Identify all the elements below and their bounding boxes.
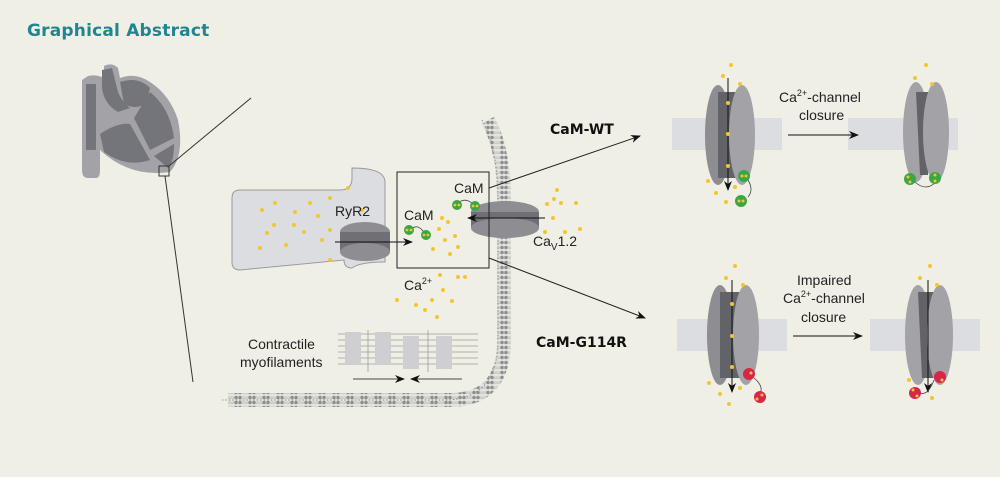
myofilaments-icon — [338, 330, 478, 372]
zoom-region-marker — [158, 165, 170, 177]
cam-label-right: CaM — [454, 180, 484, 196]
arrow-to-wt — [488, 135, 641, 189]
myofilaments-label-line1: Contractile — [248, 336, 315, 352]
mutant-step-label-line2: Ca2+-channel — [783, 289, 865, 306]
cam-label-left: CaM — [404, 207, 434, 223]
cam-molecule-left — [404, 225, 431, 240]
zoom-box — [396, 171, 490, 269]
mutant-step-label-line1: Impaired — [797, 272, 851, 288]
cav12-label: CaV1.2 — [533, 233, 577, 253]
zoom-line-top — [168, 97, 252, 167]
wt-open-channel — [672, 63, 958, 207]
cam-g114r-label: CaM-G114R — [536, 335, 627, 351]
mutant-step-label-line3: closure — [801, 309, 846, 325]
cav12-channel — [471, 201, 539, 238]
ryr2-label: RyR2 — [335, 203, 370, 219]
heart-icon — [82, 64, 181, 178]
cam-wt-label: CaM-WT — [550, 122, 614, 138]
graphical-abstract-title: Graphical Abstract — [27, 21, 210, 41]
mutant-still-open-channel — [905, 264, 953, 400]
myofilaments-label-line2: myofilaments — [240, 354, 322, 370]
wt-step-label-line1: Ca2+-channel — [779, 88, 861, 105]
calcium-ions — [258, 186, 582, 319]
cell-membrane — [228, 116, 511, 407]
zoom-line-bottom — [164, 175, 194, 383]
arrow-to-mutant — [488, 257, 646, 319]
wt-step-label-line2: closure — [799, 107, 844, 123]
cam-molecule-right — [452, 199, 480, 211]
mutant-open-channel — [677, 264, 980, 406]
calcium-label: Ca2+ — [404, 276, 432, 293]
wt-closed-channel — [903, 63, 949, 188]
